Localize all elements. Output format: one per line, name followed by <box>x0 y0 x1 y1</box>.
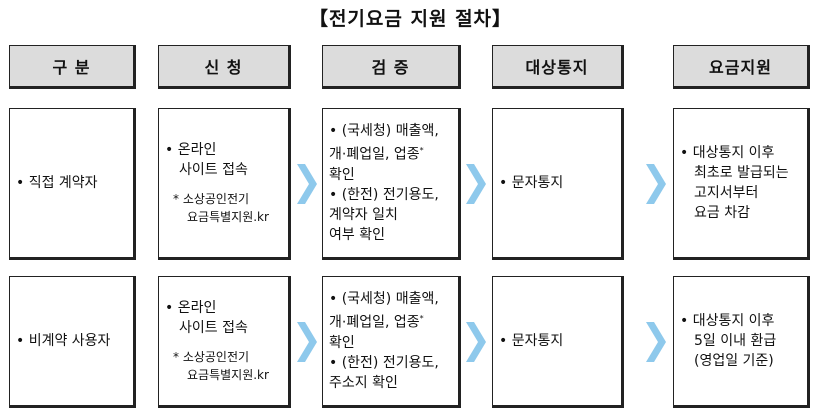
row1-verify-b1-line3: 확인 <box>329 166 355 183</box>
row2-apply-cell: • 온라인 사이트 접속 * 소상공인전기 요금특별지원.kr <box>158 276 291 408</box>
row1-verify-b2-line1: • (한전) 전기용도, <box>329 186 439 203</box>
flow-arrow-icon <box>466 322 486 362</box>
header-apply: 신 청 <box>158 45 291 89</box>
row1-category-cell: • 직접 계약자 <box>9 108 136 260</box>
flow-arrow-icon <box>466 164 486 204</box>
row2-category-cell: • 비계약 사용자 <box>9 276 136 408</box>
row2-apply-line1: • 온라인 <box>165 300 217 316</box>
row2-apply-note: * 소상공인전기 요금특별지원.kr <box>165 348 269 384</box>
page-title: 【전기요금 지원 절차】 <box>308 8 513 30</box>
row2-verify-cell: • (국세청) 매출액, 개·폐업일, 업종* 확인 • (한전) 전기용도, … <box>322 276 461 408</box>
row1-category: • 직접 계약자 <box>16 175 98 191</box>
flow-arrow-icon <box>297 164 317 204</box>
row1-verify-b2-line3: 여부 확인 <box>329 226 385 243</box>
row2-verify-b1-line2: 개·폐업일, 업종 <box>329 314 420 331</box>
row1-verify-b1-line1: • (국세청) 매출액, <box>329 123 439 140</box>
row1-support-line3: 고지서부터 <box>694 185 759 201</box>
footnote-mark: * <box>419 314 424 324</box>
row2-apply-line2: 사이트 접속 <box>179 320 248 336</box>
row2-apply-note1: * 소상공인전기 <box>173 350 250 364</box>
row1-support-line4: 요금 차감 <box>694 205 750 221</box>
row1-apply-cell: • 온라인 사이트 접속 * 소상공인전기 요금특별지원.kr <box>158 108 291 260</box>
footnote-mark: * <box>419 146 424 156</box>
row2-verify-b1-line1: • (국세청) 매출액, <box>329 291 439 308</box>
row2-notify: • 문자통지 <box>499 333 564 349</box>
row1-apply-note1: * 소상공인전기 <box>173 192 250 206</box>
flow-arrow-icon <box>297 322 317 362</box>
row1-notify-cell: • 문자통지 <box>492 108 624 260</box>
row2-verify-b2-line2: 주소지 확인 <box>329 374 398 391</box>
row1-apply-note: * 소상공인전기 요금특별지원.kr <box>165 190 269 226</box>
row2-verify-b1-line3: 확인 <box>329 334 355 351</box>
flow-arrow-icon <box>646 322 666 362</box>
row2-category: • 비계약 사용자 <box>16 333 111 349</box>
row1-apply-line1: • 온라인 <box>165 142 217 158</box>
row2-apply-note2: 요금특별지원.kr <box>187 368 269 382</box>
row1-verify-cell: • (국세청) 매출액, 개·폐업일, 업종* 확인 • (한전) 전기용도, … <box>322 108 461 260</box>
row2-notify-cell: • 문자통지 <box>492 276 624 408</box>
row2-support-line1: • 대상통지 이후 <box>680 313 775 329</box>
row2-support-line3: (영업일 기준) <box>694 353 774 369</box>
flow-arrow-icon <box>646 164 666 204</box>
header-support: 요금지원 <box>673 45 810 89</box>
row2-verify-b2-line1: • (한전) 전기용도, <box>329 354 439 371</box>
row2-support-line2: 5일 이내 환급 <box>694 333 777 349</box>
row2-support-cell: • 대상통지 이후 5일 이내 환급 (영업일 기준) <box>673 276 810 408</box>
row1-support-line2: 최초로 발급되는 <box>694 165 789 181</box>
row1-verify-b2-line2: 계약자 일치 <box>329 206 398 223</box>
header-category: 구 분 <box>9 45 136 89</box>
row1-verify-b1-line2: 개·폐업일, 업종 <box>329 146 420 163</box>
row1-support-cell: • 대상통지 이후 최초로 발급되는 고지서부터 요금 차감 <box>673 108 810 260</box>
header-notify: 대상통지 <box>492 45 624 89</box>
row1-support-line1: • 대상통지 이후 <box>680 145 775 161</box>
row1-apply-line2: 사이트 접속 <box>179 162 248 178</box>
header-verify: 검 증 <box>322 45 461 89</box>
row1-apply-note2: 요금특별지원.kr <box>187 210 269 224</box>
row1-notify: • 문자통지 <box>499 175 564 191</box>
